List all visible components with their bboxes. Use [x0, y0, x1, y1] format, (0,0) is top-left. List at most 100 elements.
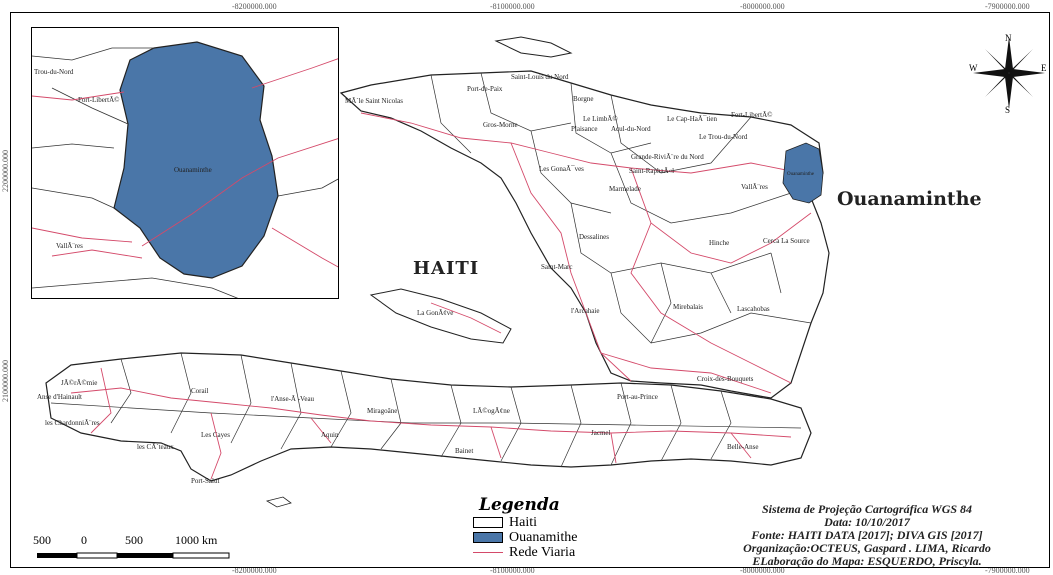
inset-place-label: VallÃ¨res	[56, 242, 83, 250]
place-label: les CÃ´teaux	[137, 443, 174, 451]
inset-place-label: Trou-du-Nord	[34, 68, 74, 76]
inset-canvas: Trou-du-Nord Fort-LibertÃ© Ouanaminthe V…	[32, 41, 338, 298]
place-label: Lascahobas	[737, 305, 770, 313]
place-label: Les GonaÃ¯ves	[539, 165, 584, 173]
place-label: Saint-Marc	[541, 263, 573, 271]
tortuga-island	[494, 36, 573, 58]
legend-label: Rede Viaria	[509, 544, 576, 560]
organization-line: Organização:OCTEUS, Gaspard . LIMA, Rica…	[743, 541, 991, 555]
inset-roads	[32, 58, 338, 268]
coord-top-1: -8200000.000	[232, 2, 277, 11]
coord-left-1: 2200000.000	[1, 150, 10, 192]
legend-item-roads: Rede Viaria	[473, 545, 673, 560]
place-label: Hinche	[709, 239, 729, 247]
place-label: Corail	[191, 387, 209, 395]
legend-swatch-roads	[473, 552, 503, 553]
compass-w: W	[969, 63, 978, 73]
haiti-south-peninsula	[45, 352, 812, 482]
place-label: Acul-du-Nord	[611, 125, 651, 133]
coord-left-2: 2100000.000	[1, 360, 10, 402]
place-label: VallÃ¨res	[741, 183, 768, 191]
ouanaminthe-region	[782, 142, 824, 204]
place-label: Grande-RiviÃ¨re du Nord	[631, 153, 704, 161]
place-label: Le Trou-du-Nord	[699, 133, 748, 141]
place-label: Le Cap-HaÃ¯tien	[667, 115, 717, 123]
inset-ouanaminthe-region	[113, 41, 279, 279]
place-label: Saint-RaphaÃ«l	[629, 167, 674, 175]
commune-boundaries	[50, 72, 812, 468]
place-label: Borgne	[573, 95, 593, 103]
place-label: Port-de-Paix	[467, 85, 503, 93]
legend-item-haiti: Haiti	[473, 515, 673, 530]
place-label: Mirebalais	[673, 303, 703, 311]
map-credits: Sistema de Projeção Cartográfica WGS 84 …	[707, 503, 1027, 568]
place-label: Port-Salut	[191, 477, 219, 485]
scale-bar: 500 0 500 1000 km	[33, 533, 273, 566]
place-label: Gros-Morne	[483, 121, 518, 129]
compass-e: E	[1041, 63, 1047, 73]
place-label: La GonÃ¢ve	[417, 309, 453, 317]
highlight-label: Ouanaminthe	[837, 188, 982, 210]
country-label: HAITI	[413, 258, 480, 279]
place-label: l'Anse-Ã -Veau	[271, 395, 315, 403]
place-label: Ouanaminthe	[787, 172, 815, 177]
place-label: Belle-Anse	[727, 443, 759, 451]
legend-label: Ouanamithe	[509, 529, 578, 545]
place-label: Anse d'Hainault	[37, 393, 82, 401]
coord-bottom-3: -8000000.000	[740, 566, 785, 575]
place-label: Miragoâne	[367, 407, 397, 415]
scale-bar-graphic	[37, 552, 230, 559]
coord-top-2: -8100000.000	[490, 2, 535, 11]
coord-top-3: -8000000.000	[740, 2, 785, 11]
place-label: Bainet	[455, 447, 473, 455]
place-label: Dessalines	[579, 233, 609, 241]
source-line: Fonte: HAITI DATA [2017]; DIVA GIS [2017…	[751, 528, 983, 542]
legend-title: Legenda	[479, 495, 560, 515]
place-label: Jacmel	[591, 429, 610, 437]
compass-n: N	[1005, 33, 1012, 43]
inset-map: Trou-du-Nord Fort-LibertÃ© Ouanaminthe V…	[31, 27, 339, 299]
place-label: MÃ´le Saint Nicolas	[345, 97, 403, 105]
place-label: Port-au-Prince	[617, 393, 658, 401]
legend-swatch-ouanaminthe	[473, 532, 503, 543]
legend-item-ouanaminthe: Ouanamithe	[473, 530, 673, 545]
date-line: Data: 10/10/2017	[824, 515, 910, 529]
scale-label: 0	[81, 533, 87, 547]
road-network	[70, 112, 812, 480]
coord-top-4: -7900000.000	[985, 2, 1030, 11]
coord-bottom-2: -8100000.000	[490, 566, 535, 575]
place-label: JÃ©rÃ©mie	[61, 379, 97, 387]
projection-line: Sistema de Projeção Cartográfica WGS 84	[761, 502, 973, 516]
compass-rose-icon: N S E W	[969, 33, 1047, 113]
place-label: les ChardonniÃ¨res	[45, 419, 100, 427]
place-label: Marmelade	[609, 185, 641, 193]
scale-label: 1000 km	[175, 533, 218, 547]
author-line: ELaboração do Mapa: ESQUERDO, Priscyla.	[752, 554, 982, 568]
inset-place-label: Ouanaminthe	[174, 166, 212, 174]
inset-place-label: Fort-LibertÃ©	[78, 96, 120, 104]
place-label: Saint-Louis du Nord	[511, 73, 569, 81]
legend: Legenda Haiti Ouanamithe Rede Viaria	[473, 495, 673, 560]
scale-label: 500	[125, 533, 143, 547]
map-frame: Saint-Louis du Nord Port-de-Paix MÃ´le S…	[10, 12, 1050, 568]
legend-swatch-haiti	[473, 517, 503, 528]
scale-label: 500	[33, 533, 51, 547]
place-label: Plaisance	[571, 125, 597, 133]
place-label: l'Arcahaie	[571, 307, 599, 315]
legend-label: Haiti	[509, 514, 537, 530]
place-labels: Saint-Louis du Nord Port-de-Paix MÃ´le S…	[37, 73, 815, 485]
place-label: LÃ©ogÃ¢ne	[473, 407, 510, 415]
compass-s: S	[1005, 105, 1010, 113]
gonave-island	[369, 288, 512, 344]
coord-bottom-1: -8200000.000	[232, 566, 277, 575]
place-label: Croix-des-Bouquets	[697, 375, 754, 383]
map-canvas: Saint-Louis du Nord Port-de-Paix MÃ´le S…	[37, 36, 830, 508]
coord-bottom-4: -7900000.000	[985, 566, 1030, 575]
place-label: Les Cayes	[201, 431, 230, 439]
place-label: Cerca La Source	[763, 237, 810, 245]
inset-boundaries	[32, 47, 338, 298]
place-label: Fort-LibertÃ©	[731, 111, 773, 119]
scale-labels: 500 0 500 1000 km	[33, 533, 273, 547]
ile-a-vache	[265, 496, 292, 508]
place-label: Le LimbÃ©	[583, 115, 618, 123]
